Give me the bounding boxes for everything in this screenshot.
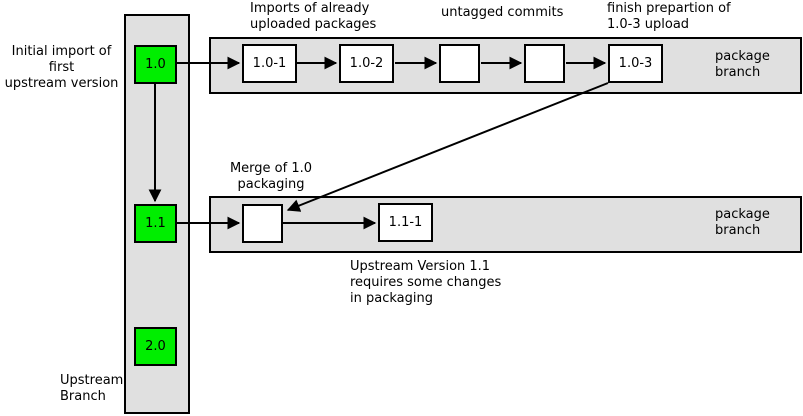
commit-node-label: 1.0-3 bbox=[618, 56, 653, 71]
commit-node-untagged-2 bbox=[524, 44, 565, 83]
commit-node-label: 1.1 bbox=[145, 216, 166, 231]
annotation-merge-packaging: Merge of 1.0 packaging bbox=[229, 161, 313, 192]
package-branch-band-top bbox=[209, 37, 802, 94]
commit-node-2.0: 2.0 bbox=[134, 327, 177, 366]
annotation-upstream-v11: Upstream Version 1.1 requires some chang… bbox=[350, 259, 502, 306]
package-branch-band-bottom bbox=[209, 196, 802, 253]
arrow-103-to-merge bbox=[286, 82, 609, 212]
annotation-initial-import: Initial import of first upstream version bbox=[4, 44, 119, 91]
annotation-untagged-commits: untagged commits bbox=[441, 5, 564, 20]
package-branch-caption-top: package branch bbox=[715, 49, 770, 80]
commit-node-1.0-2: 1.0-2 bbox=[339, 44, 394, 83]
annotation-finish-preparation: finish prepartion of 1.0-3 upload bbox=[607, 1, 731, 32]
commit-node-merge bbox=[242, 204, 283, 243]
commit-node-label: 2.0 bbox=[145, 339, 166, 354]
commit-node-1.1-1: 1.1-1 bbox=[378, 203, 433, 242]
upstream-branch-caption: Upstream Branch bbox=[60, 373, 124, 404]
annotation-imports-uploaded: Imports of already uploaded packages bbox=[250, 1, 377, 32]
commit-node-untagged-1 bbox=[439, 44, 480, 83]
commit-node-label: 1.0-2 bbox=[349, 56, 384, 71]
commit-node-1.1: 1.1 bbox=[134, 204, 177, 243]
package-branch-caption-bottom: package branch bbox=[715, 207, 770, 238]
commit-node-label: 1.0 bbox=[145, 57, 166, 72]
commit-node-1.0: 1.0 bbox=[134, 45, 177, 84]
commit-node-1.0-1: 1.0-1 bbox=[242, 44, 297, 83]
commit-node-label: 1.1-1 bbox=[388, 215, 423, 230]
commit-node-label: 1.0-1 bbox=[252, 56, 287, 71]
commit-node-1.0-3: 1.0-3 bbox=[608, 44, 663, 83]
